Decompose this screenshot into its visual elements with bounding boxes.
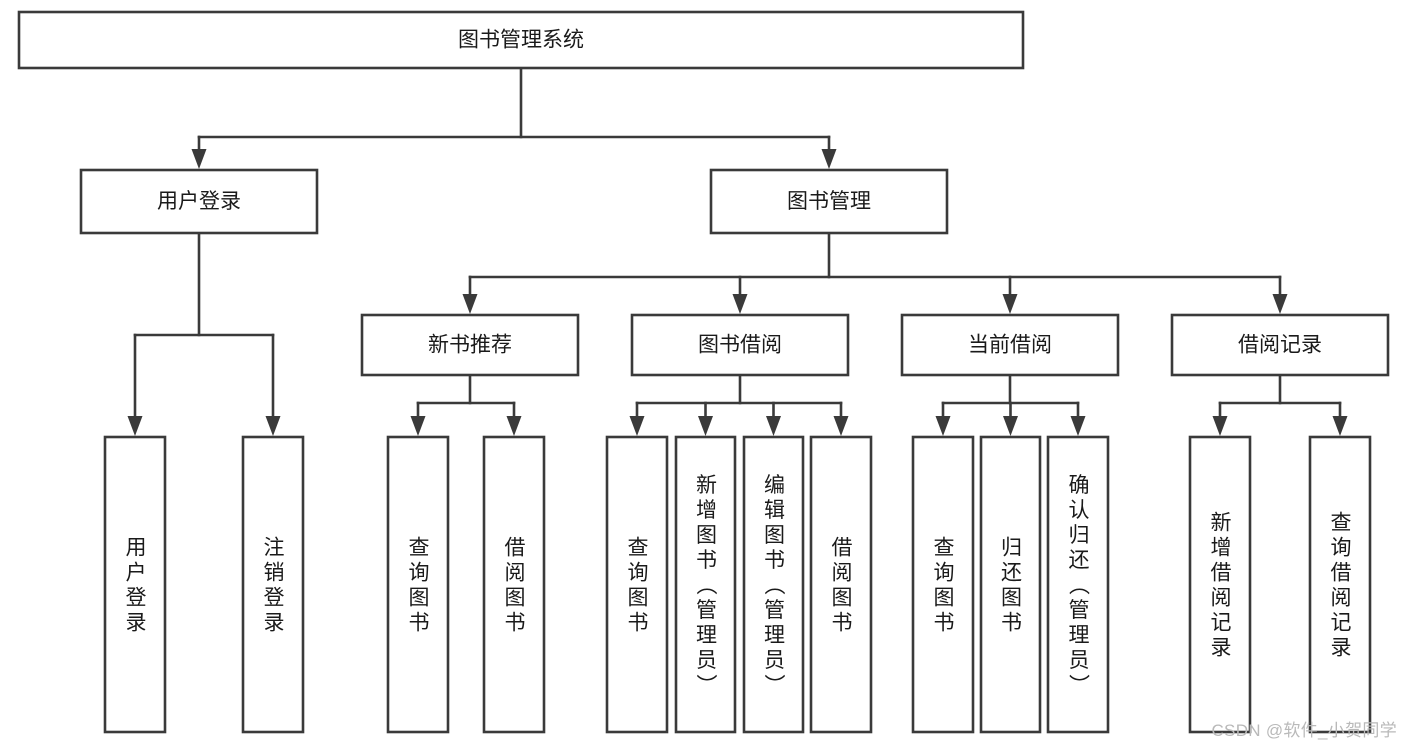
arrow-head-icon — [1070, 416, 1086, 436]
node-label-book-borrow: 图书借阅 — [698, 334, 782, 357]
node-box-leaf-confirm-return-admin — [1046, 435, 1110, 734]
node-user-login[interactable]: 用户登录 — [79, 168, 319, 235]
arrow-head-icon — [1003, 416, 1018, 436]
node-leaf-borrow-book-2[interactable]: 借阅图书 — [809, 435, 873, 734]
node-leaf-user-logout[interactable]: 注销登录 — [241, 435, 305, 734]
arrow-head-icon — [1002, 294, 1018, 314]
node-current-borrow[interactable]: 当前借阅 — [900, 313, 1120, 377]
arrow-head-icon — [1332, 416, 1348, 436]
node-box-borrow-record — [1170, 313, 1390, 377]
node-box-leaf-query-book-1 — [386, 435, 450, 734]
arrow-head-icon — [191, 149, 207, 169]
node-label-current-borrow: 当前借阅 — [968, 334, 1052, 357]
node-leaf-query-book-1[interactable]: 查询图书 — [386, 435, 450, 734]
node-label-borrow-record: 借阅记录 — [1238, 334, 1322, 357]
node-leaf-query-book-2[interactable]: 查询图书 — [605, 435, 669, 734]
arrow-head-icon — [766, 416, 781, 436]
node-box-root — [17, 10, 1025, 70]
node-box-leaf-add-book-admin — [674, 435, 737, 734]
node-box-leaf-add-borrow-record — [1188, 435, 1252, 734]
node-box-book-borrow — [630, 313, 850, 377]
arrow-head-icon — [410, 416, 426, 436]
node-borrow-record[interactable]: 借阅记录 — [1170, 313, 1390, 377]
node-box-leaf-borrow-book-1 — [482, 435, 546, 734]
node-label-leaf-edit-book-admin: 编辑图书（管理员） — [764, 474, 786, 697]
node-box-new-book-recommend — [360, 313, 580, 377]
node-leaf-return-book[interactable]: 归还图书 — [979, 435, 1042, 734]
node-book-borrow[interactable]: 图书借阅 — [630, 313, 850, 377]
connector-lines — [127, 66, 1348, 436]
arrow-head-icon — [265, 416, 281, 436]
node-label-leaf-add-book-admin: 新增图书（管理员） — [696, 474, 718, 697]
node-box-leaf-user-logout — [241, 435, 305, 734]
node-box-current-borrow — [900, 313, 1120, 377]
arrow-head-icon — [1272, 294, 1288, 314]
arrow-head-icon — [506, 416, 522, 436]
node-label-root: 图书管理系统 — [458, 29, 584, 52]
arrow-head-icon — [732, 294, 748, 314]
node-label-leaf-query-book-3: 查询图书 — [934, 537, 955, 635]
node-label-leaf-confirm-return-admin: 确认归还（管理员） — [1069, 474, 1091, 697]
node-label-leaf-user-logout: 注销登录 — [264, 537, 285, 635]
node-box-user-login — [79, 168, 319, 235]
node-boxes: 图书管理系统用户登录图书管理新书推荐图书借阅当前借阅借阅记录用户登录注销登录查询… — [17, 10, 1390, 734]
node-new-book-recommend[interactable]: 新书推荐 — [360, 313, 580, 377]
node-label-new-book-recommend: 新书推荐 — [428, 334, 512, 357]
node-leaf-add-borrow-record[interactable]: 新增借阅记录 — [1188, 435, 1252, 734]
node-box-leaf-query-book-2 — [605, 435, 669, 734]
arrow-head-icon — [833, 416, 849, 436]
arrow-head-icon — [821, 149, 837, 169]
node-leaf-borrow-book-1[interactable]: 借阅图书 — [482, 435, 546, 734]
node-leaf-user-login[interactable]: 用户登录 — [103, 435, 167, 734]
node-leaf-query-borrow-record[interactable]: 查询借阅记录 — [1308, 435, 1372, 734]
node-label-leaf-borrow-book-2: 借阅图书 — [832, 537, 853, 635]
node-label-leaf-user-login: 用户登录 — [126, 537, 147, 635]
node-label-leaf-add-borrow-record: 新增借阅记录 — [1211, 512, 1232, 660]
arrow-head-icon — [935, 416, 951, 436]
node-box-leaf-edit-book-admin — [742, 435, 805, 734]
arrow-head-icon — [629, 416, 645, 436]
node-box-leaf-user-login — [103, 435, 167, 734]
node-label-book-manage: 图书管理 — [787, 190, 871, 213]
node-box-leaf-query-borrow-record — [1308, 435, 1372, 734]
node-box-leaf-query-book-3 — [911, 435, 975, 734]
node-root[interactable]: 图书管理系统 — [17, 10, 1025, 70]
node-label-leaf-return-book: 归还图书 — [1001, 537, 1022, 635]
node-box-leaf-borrow-book-2 — [809, 435, 873, 734]
node-label-leaf-query-book-1: 查询图书 — [409, 537, 430, 635]
node-leaf-add-book-admin[interactable]: 新增图书（管理员） — [674, 435, 737, 734]
arrow-head-icon — [1212, 416, 1228, 436]
node-label-leaf-query-borrow-record: 查询借阅记录 — [1331, 512, 1352, 660]
node-label-leaf-query-book-2: 查询图书 — [628, 537, 649, 635]
arrow-head-icon — [127, 416, 143, 436]
node-box-book-manage — [709, 168, 949, 235]
arrow-head-icon — [698, 416, 713, 436]
node-leaf-query-book-3[interactable]: 查询图书 — [911, 435, 975, 734]
node-book-manage[interactable]: 图书管理 — [709, 168, 949, 235]
node-label-user-login: 用户登录 — [157, 190, 241, 213]
node-box-leaf-return-book — [979, 435, 1042, 734]
watermark-text: CSDN @软件_小贺同学 — [1211, 721, 1397, 740]
node-leaf-edit-book-admin[interactable]: 编辑图书（管理员） — [742, 435, 805, 734]
node-label-leaf-borrow-book-1: 借阅图书 — [505, 537, 526, 635]
node-leaf-confirm-return-admin[interactable]: 确认归还（管理员） — [1046, 435, 1110, 734]
arrow-head-icon — [462, 294, 478, 314]
